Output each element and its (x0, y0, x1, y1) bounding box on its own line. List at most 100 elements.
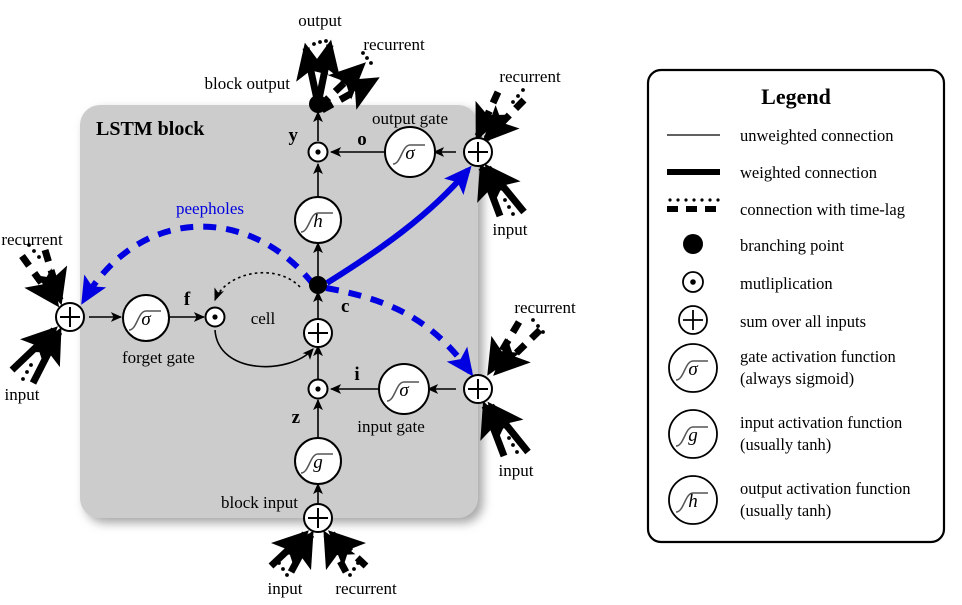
legend-label-6b: (always sigmoid) (740, 369, 854, 388)
edge-cell-recurrence (214, 329, 314, 368)
forget-gate-sum-node (55, 302, 85, 332)
label-input-outputgate: input (493, 220, 528, 239)
legend-label-8b: (usually tanh) (740, 501, 831, 520)
branching-points (309, 95, 327, 294)
label-peepholes: peepholes (176, 199, 244, 218)
arrow-output-2 (307, 39, 341, 105)
label-output-top: output (298, 11, 342, 30)
signal-z: z (292, 407, 301, 428)
edge-c-to-forgetmul-dotted (214, 271, 301, 302)
label-cell: cell (251, 309, 276, 328)
legend-label-3: branching point (740, 236, 844, 255)
legend-sigma-label: σ (688, 359, 698, 380)
input-multiply-node (307, 378, 329, 400)
block-input-g-node: g (294, 437, 342, 485)
legend-label-6: gate activation function (740, 347, 896, 366)
legend-row-multiplication: mutliplication (682, 271, 833, 293)
forget-sigma-label: σ (141, 309, 151, 330)
label-recurrent-bottom: recurrent (335, 579, 397, 598)
legend-label-8: output activation function (740, 479, 910, 498)
block-input-sum-node (303, 503, 333, 533)
signal-i: i (354, 364, 359, 385)
peephole-c-to-input (325, 285, 474, 377)
input-sigma-label: σ (399, 380, 409, 401)
arrow-recurrent-out-2 (320, 76, 380, 114)
label-input-inputgate: input (499, 461, 534, 480)
lstm-block-title: LSTM block (96, 118, 205, 140)
arrow-input-inputgate-2 (480, 400, 512, 458)
label-input-gate: input gate (357, 417, 425, 436)
h-circle-icon: h (668, 475, 718, 525)
filled-dot-icon (683, 234, 703, 254)
legend-row-input-activation: g input activation function (usually tan… (668, 409, 902, 459)
label-input-left: input (5, 385, 40, 404)
peephole-c-to-output (325, 165, 472, 286)
circled-dot-icon (682, 271, 704, 293)
label-recurrent-left: recurrent (1, 230, 63, 249)
output-gate-sum-node (463, 137, 493, 167)
output-gate-sigma-node: σ (384, 126, 436, 178)
connections (89, 110, 456, 504)
legend-row-timelag: connection with time-lag (667, 198, 905, 219)
sigma-circle-icon: σ (668, 343, 718, 393)
legend-box (646, 68, 946, 544)
block-output-ellipsis (312, 39, 373, 65)
lstm-block-region (80, 105, 478, 518)
arrow-input-outputgate-2 (477, 162, 509, 218)
arrow-recurrent-outputgate-2 (482, 97, 527, 143)
block-input-external-inputs (268, 530, 369, 574)
g-label: g (313, 452, 323, 473)
label-output-gate: output gate (372, 109, 448, 128)
legend-row-sum: sum over all inputs (678, 305, 866, 335)
legend-row-gate-activation: σ gate activation function (always sigmo… (668, 343, 896, 393)
output-multiply-node (307, 141, 329, 163)
block-input-ellipsis (277, 561, 360, 577)
label-forget-gate: forget gate (122, 348, 195, 367)
arrow-input-forget-2 (29, 327, 63, 385)
activation-nodes: σ σ σ g h (122, 126, 436, 485)
legend-label-0: unweighted connection (740, 126, 894, 145)
lstm-block-rect (80, 105, 478, 518)
arrow-input-blockinput-2 (281, 530, 315, 574)
cell-state-branch-point (309, 276, 327, 294)
block-output-h-node: h (294, 196, 342, 244)
sum-nodes (55, 137, 493, 533)
legend-label-5: sum over all inputs (740, 312, 866, 331)
label-block-output: block output (205, 74, 291, 93)
h-label: h (313, 211, 323, 232)
legend-label-1: weighted connection (740, 163, 877, 182)
peephole-c-to-forget (81, 223, 316, 305)
legend-row-unweighted: unweighted connection (667, 126, 894, 145)
legend-row-branching: branching point (683, 234, 844, 255)
signal-o: o (357, 129, 367, 150)
g-circle-icon: g (668, 409, 718, 459)
legend-title: Legend (761, 84, 831, 109)
forget-ellipsis (21, 243, 41, 381)
arrow-recurrent-forget-2 (35, 248, 68, 306)
input-gate-sum-node (463, 374, 493, 404)
circled-plus-icon (678, 305, 708, 335)
block-output-branch-point (309, 95, 327, 113)
legend-g-label: g (688, 425, 698, 446)
forget-gate-sigma-node: σ (122, 294, 170, 342)
multiplication-nodes (204, 141, 329, 400)
label-block-input: block input (221, 493, 298, 512)
legend-row-output-activation: h output activation function (usually ta… (668, 475, 910, 525)
arrow-recurrent-inputgate-2 (486, 320, 523, 376)
arrow-recurrent-outputgate-1 (474, 90, 507, 141)
forget-multiply-node (204, 306, 226, 328)
input-gate-ellipsis (507, 318, 545, 454)
legend-row-weighted: weighted connection (667, 163, 877, 182)
legend-label-7b: (usually tanh) (740, 435, 831, 454)
legend-label-7: input activation function (740, 413, 902, 432)
output-gate-external-inputs (474, 90, 527, 218)
legend-label-4: mutliplication (740, 274, 833, 293)
arrow-recurrent-blockinput-2 (322, 530, 356, 574)
block-output-fanout (296, 39, 380, 114)
legend-label-2: connection with time-lag (740, 200, 905, 219)
label-recurrent-inputgate: recurrent (514, 298, 576, 317)
signal-c: c (341, 296, 349, 317)
legend-panel: Legend unweighted connection weighted co… (646, 68, 946, 544)
